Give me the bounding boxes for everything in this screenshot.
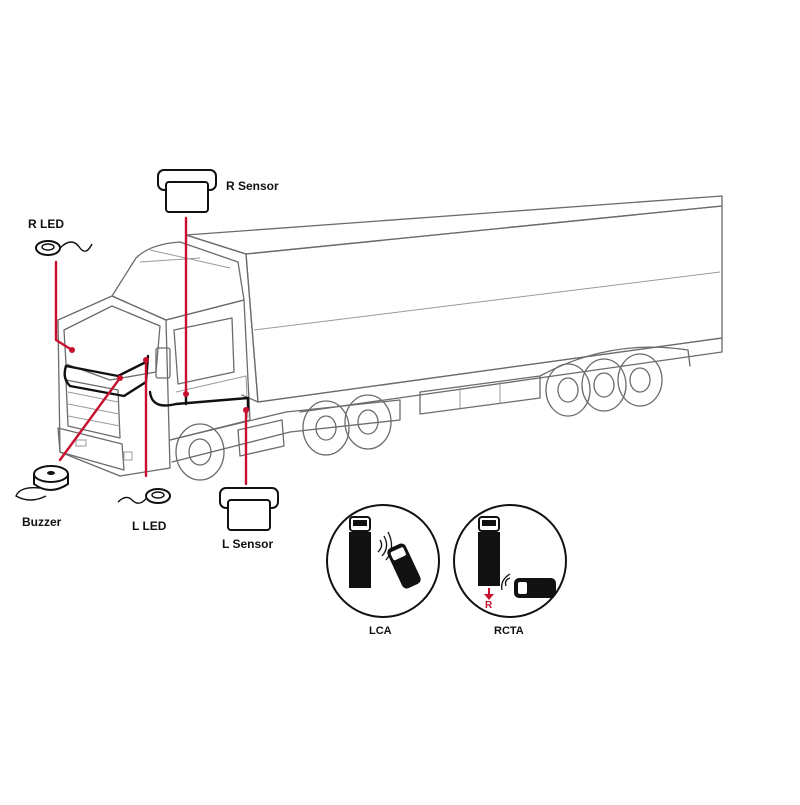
l-led-label: L LED [132,519,167,533]
r-sensor-label: R Sensor [226,179,279,193]
truck-cab [57,241,401,477]
trailer [185,195,723,415]
l-sensor-icon [219,487,279,531]
buzzer-icon [15,465,69,501]
buzzer-label: Buzzer [22,515,62,529]
lca-diagram [326,504,440,618]
rcta-diagram [453,504,567,618]
wiring-harness [54,216,250,486]
rcta-label: RCTA [494,625,524,637]
l-led-icon [117,488,171,504]
r-sensor-icon [157,169,217,213]
l-sensor-label: L Sensor [222,537,273,551]
tractor-wheels [175,394,392,481]
trailer-wheels [545,353,663,417]
lca-label: LCA [369,625,392,637]
reverse-marker: R [485,600,493,611]
r-led-icon [35,240,93,256]
r-led-label: R LED [28,217,64,231]
